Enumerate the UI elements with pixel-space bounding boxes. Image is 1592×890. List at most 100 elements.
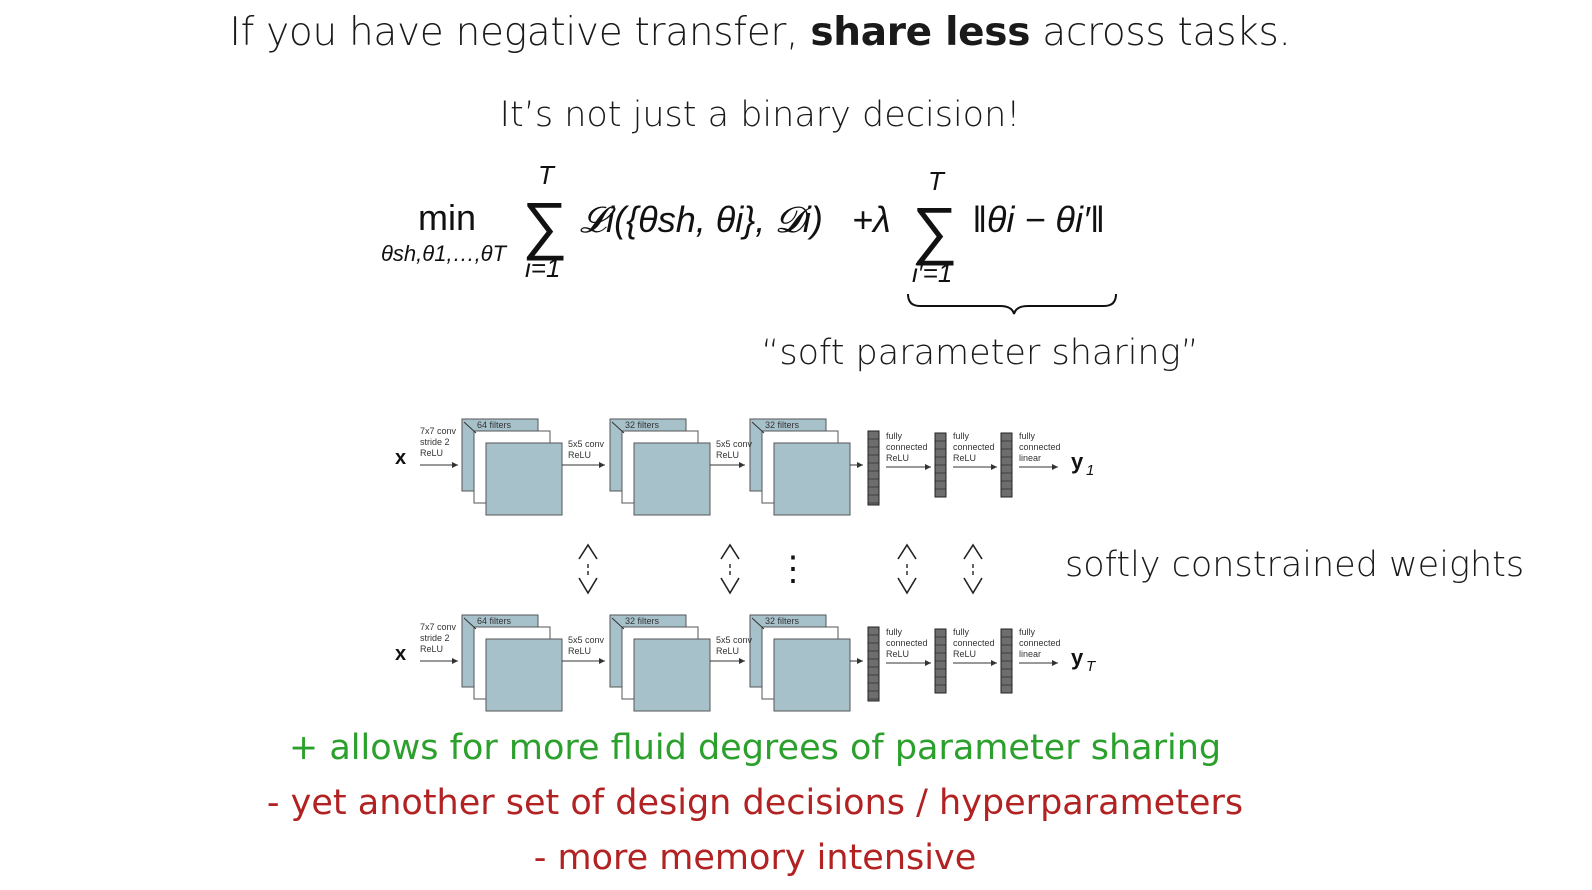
- conv1-label-line-3: ReLU: [420, 448, 443, 458]
- filter-count-label: 64 filters: [477, 616, 512, 626]
- output-subscript: 1: [1086, 462, 1094, 479]
- arrowhead-down: [963, 577, 983, 595]
- fc-bar: [867, 430, 880, 506]
- regularizer-term: ‖θi − θi′‖: [972, 199, 1105, 240]
- filter-count-label: 32 filters: [765, 616, 800, 626]
- conv-label-2-line-2: ReLU: [568, 646, 591, 656]
- loss-term: 𝓛i({θsh, θi}, 𝓓i): [580, 199, 823, 240]
- conv-layer-front: [773, 442, 851, 516]
- fc-label-3-line-2: connected: [1019, 442, 1061, 452]
- title-pre: If you have negative transfer,: [229, 10, 811, 55]
- conv-block-2: 32 filters: [609, 614, 711, 712]
- title-bold: share less: [810, 10, 1031, 55]
- conv-label-3-line-2: ReLU: [716, 646, 739, 656]
- filter-pointer: [751, 617, 765, 630]
- sum1-upper: T: [538, 160, 556, 190]
- sum2-upper: T: [928, 166, 946, 196]
- conv1-label-line-2: stride 2: [420, 633, 450, 643]
- conv-layer-front: [773, 638, 851, 712]
- sum1-symbol: ∑: [522, 189, 568, 261]
- input-x: x: [395, 643, 406, 665]
- softly-constrained-label: softly constrained weights: [1065, 545, 1525, 585]
- filter-pointer: [463, 617, 477, 630]
- filter-count-label: 32 filters: [625, 616, 660, 626]
- input-x: x: [395, 447, 406, 469]
- conv-label-2-line-1: 5x5 conv: [568, 439, 605, 449]
- pro-point: + allows for more fluid degrees of param…: [288, 728, 1222, 768]
- sum2-lower: i′=1: [912, 258, 952, 288]
- filter-pointer: [463, 421, 477, 434]
- fc-label-2-line-2: connected: [953, 638, 995, 648]
- fc-label-3-line-1: fully: [1019, 431, 1036, 441]
- vertical-dots: ⋮: [776, 550, 810, 588]
- constraint-arrow-1: [578, 543, 598, 595]
- output-y: y: [1071, 645, 1084, 670]
- fc-label-3-line-1: fully: [1019, 627, 1036, 637]
- arrowhead-up: [720, 543, 740, 560]
- output-y: y: [1071, 449, 1084, 474]
- conv-block-3: 32 filters: [749, 418, 851, 516]
- min-subscript: θsh,θ1,…,θT: [381, 241, 508, 266]
- filter-count-label: 32 filters: [625, 420, 660, 430]
- filter-pointer: [751, 421, 765, 434]
- conv1-label-line-2: stride 2: [420, 437, 450, 447]
- conv-block-1: 64 filters: [461, 418, 563, 516]
- conv1-label-line-1: 7x7 conv: [420, 622, 457, 632]
- fc-label-3-line-3: linear: [1019, 649, 1041, 659]
- fc-label-2-line-1: fully: [953, 431, 970, 441]
- constraint-arrow-3: [897, 543, 917, 595]
- fc-label-2-line-3: ReLU: [953, 649, 976, 659]
- conv-layer-front: [485, 442, 563, 516]
- fc-label-1-line-2: connected: [886, 442, 928, 452]
- filter-pointer: [611, 617, 625, 630]
- conv-label-3-line-1: 5x5 conv: [716, 439, 753, 449]
- filter-count-label: 64 filters: [477, 420, 512, 430]
- conv1-label-line-3: ReLU: [420, 644, 443, 654]
- fc-label-2-line-3: ReLU: [953, 453, 976, 463]
- conv-block-3: 32 filters: [749, 614, 851, 712]
- underbrace: [907, 293, 1117, 315]
- brace-label: “soft parameter sharing”: [761, 333, 1199, 373]
- fc-label-3-line-3: linear: [1019, 453, 1041, 463]
- soft-constraint-arrows: ⋮: [578, 543, 983, 595]
- con-point-memory: - more memory intensive: [533, 838, 977, 878]
- fc-label-2-line-2: connected: [953, 442, 995, 452]
- arrowhead-up: [963, 543, 983, 560]
- fc-bar: [867, 626, 880, 702]
- slide-title: If you have negative transfer, share les…: [0, 10, 1520, 55]
- conv-label-3-line-2: ReLU: [716, 450, 739, 460]
- arrowhead-up: [897, 543, 917, 560]
- con-point-hyperparameters: - yet another set of design decisions / …: [266, 783, 1244, 823]
- fc-label-1-line-1: fully: [886, 627, 903, 637]
- slide-subtitle: It’s not just a binary decision!: [499, 95, 1021, 135]
- filter-pointer: [611, 421, 625, 434]
- conv-block-2: 32 filters: [609, 418, 711, 516]
- constraint-arrow-2: [720, 543, 740, 595]
- fc-label-3-line-2: connected: [1019, 638, 1061, 648]
- arrowhead-down: [578, 577, 598, 595]
- arrowhead-down: [897, 577, 917, 595]
- lambda-term: +λ: [852, 199, 891, 240]
- arrowhead-down: [720, 577, 740, 595]
- title-post: across tasks.: [1030, 10, 1291, 55]
- filter-count-label: 32 filters: [765, 420, 800, 430]
- arrowhead-up: [578, 543, 598, 560]
- fc-label-1-line-3: ReLU: [886, 453, 909, 463]
- conv-label-3-line-1: 5x5 conv: [716, 635, 753, 645]
- constraint-arrow-4: [963, 543, 983, 595]
- fc-label-1-line-2: connected: [886, 638, 928, 648]
- sum1-lower: i=1: [525, 253, 560, 283]
- conv-block-1: 64 filters: [461, 614, 563, 712]
- sum2-symbol: ∑: [912, 194, 958, 266]
- conv-label-2-line-1: 5x5 conv: [568, 635, 605, 645]
